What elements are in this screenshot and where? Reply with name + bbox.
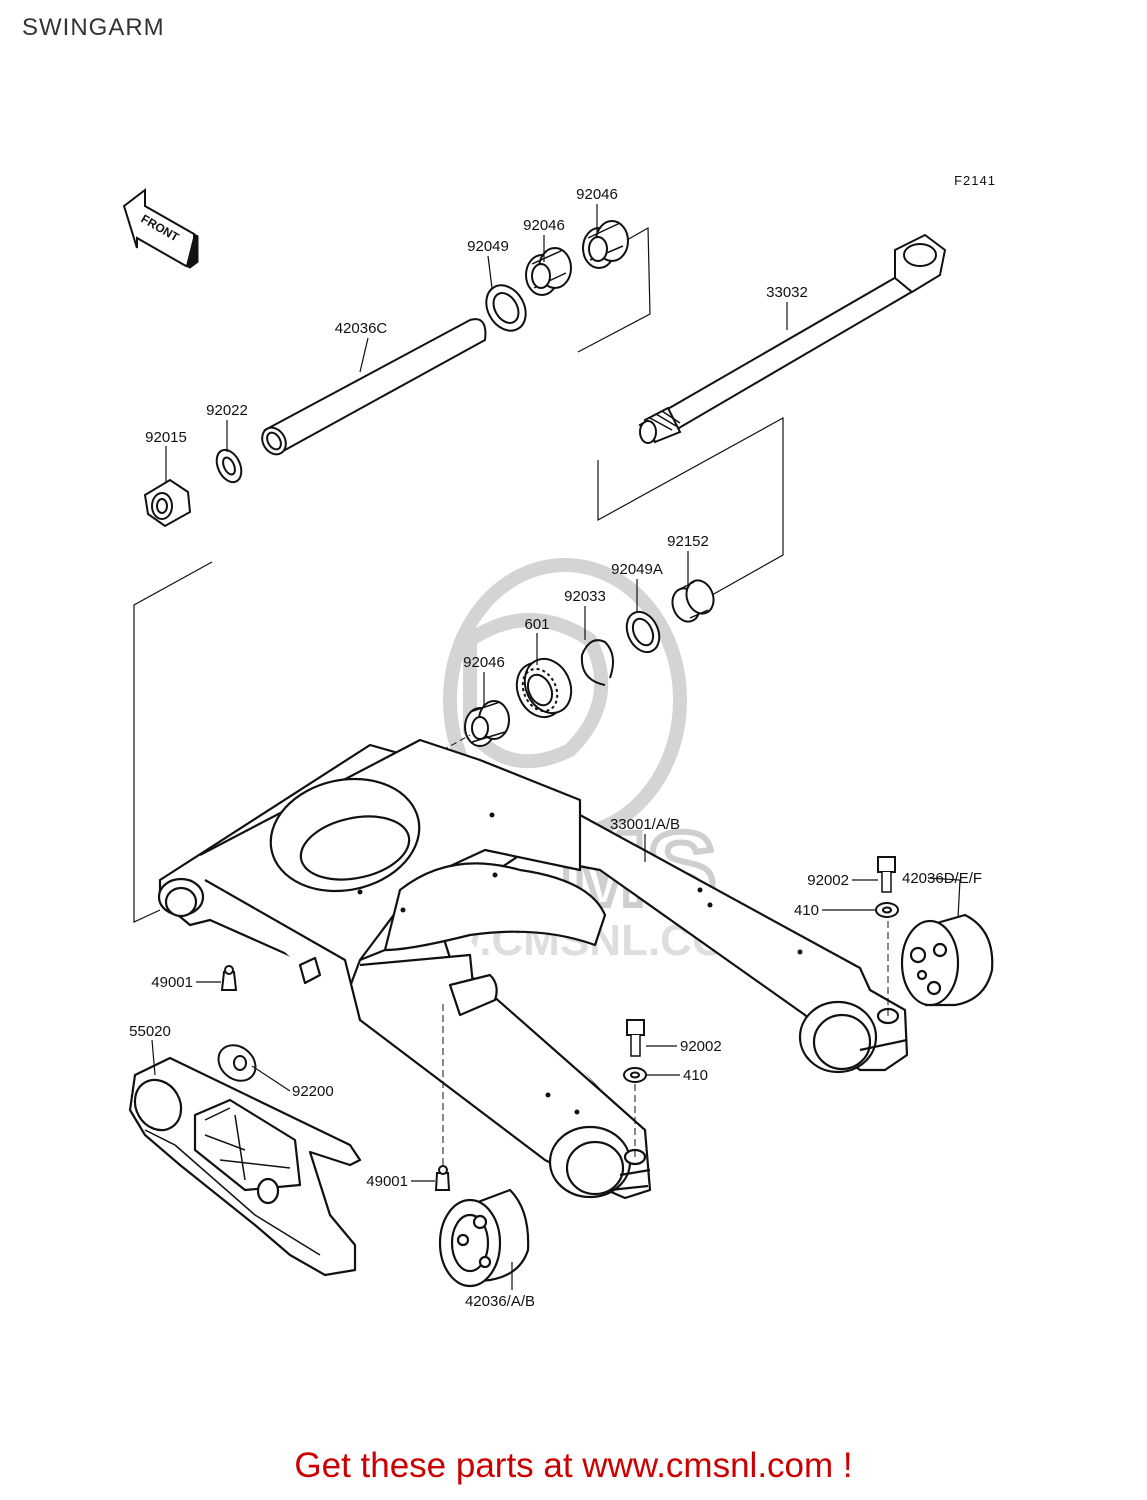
washer-92200: [217, 1044, 257, 1082]
bearing-bracket: [577, 226, 651, 353]
callout-c10: 92033: [564, 588, 606, 605]
leader-lines: [151, 204, 961, 1290]
collar-92152: [671, 579, 715, 623]
callout-c21: 410: [683, 1067, 708, 1084]
callout-c14: 92002: [807, 872, 849, 889]
callout-c01: 92046: [576, 186, 618, 203]
bolt-92002-upper: [877, 856, 896, 893]
grease-nipple-49001-bottom: [434, 1165, 451, 1191]
callout-c02: 92046: [523, 217, 565, 234]
callout-c03: 92049: [467, 238, 509, 255]
front-arrow-shadow: [185, 233, 199, 269]
axle-centerline: [634, 910, 889, 1157]
left-assembly-bracket: [133, 561, 213, 923]
chain-guard-55020: [128, 1056, 362, 1277]
swingarm-33001: [157, 738, 909, 1200]
seal-92049a: [625, 610, 661, 654]
washer-410-upper: [875, 902, 899, 918]
callout-c12: 92046: [463, 654, 505, 671]
eccentric-42036def: [900, 913, 994, 1007]
swingarm-holes: [357, 812, 803, 1115]
callout-c17: 49001: [151, 974, 193, 991]
seal-92049: [485, 284, 527, 332]
needle-bearing-top-left: [525, 247, 572, 296]
callout-c22: 49001: [366, 1173, 408, 1190]
callout-c16: 410: [794, 902, 819, 919]
callout-c05: 42036C: [335, 320, 388, 337]
pivot-shaft-33032: [638, 233, 947, 444]
callout-c07: 92015: [145, 429, 187, 446]
washer-410-lower: [623, 1067, 647, 1083]
front-arrow: FRONT: [122, 187, 199, 269]
needle-bearing-top-right: [582, 220, 629, 269]
washer-92022: [215, 448, 243, 484]
eccentric-42036ab: [438, 1188, 530, 1288]
figure-code: F2141: [954, 173, 996, 188]
watermark-figure: [463, 613, 609, 769]
callout-c06: 92022: [206, 402, 248, 419]
callout-c09: 92049A: [611, 561, 663, 578]
get-parts-link[interactable]: Get these parts at www.cmsnl.com !: [294, 1446, 853, 1485]
callout-labels: 92046 92046 92049 33032 42036C 92022 920…: [129, 186, 982, 1310]
pivot-centerline: [424, 734, 471, 761]
ball-bearing-601: [515, 657, 573, 719]
sleeve-42036c: [261, 318, 487, 456]
callout-c15: 42036D/E/F: [902, 870, 982, 887]
callout-c13: 33001/A/B: [610, 816, 680, 833]
grease-nipple-49001-left: [220, 965, 238, 991]
callout-c04: 33032: [766, 284, 808, 301]
page-title: SWINGARM: [22, 14, 165, 41]
callout-c11: 601: [524, 616, 549, 633]
nut-92015: [143, 478, 192, 528]
needle-bearing-92046-pivot: [464, 700, 510, 747]
callout-c23: 42036/A/B: [465, 1293, 535, 1310]
shaft-bracket: [597, 416, 784, 596]
bolt-92002-lower: [626, 1019, 645, 1057]
circlip-92033: [580, 639, 615, 686]
callout-c19: 92200: [292, 1083, 334, 1100]
callout-c18: 55020: [129, 1023, 171, 1040]
callout-c20: 92002: [680, 1038, 722, 1055]
callout-c08: 92152: [667, 533, 709, 550]
